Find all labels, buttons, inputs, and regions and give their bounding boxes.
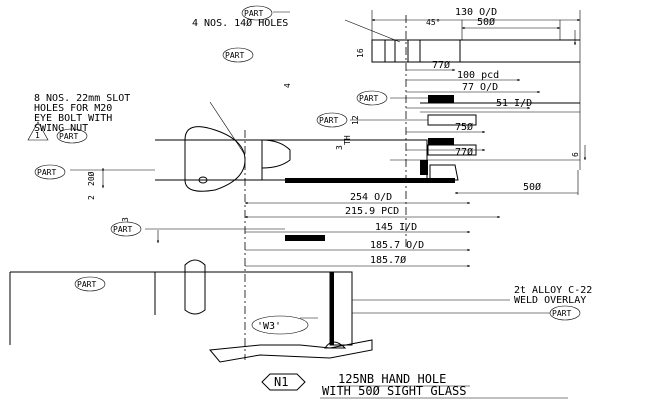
dim-51-id: 51 I/D <box>496 98 532 109</box>
part-bubble-eyebolt: PART <box>56 128 88 144</box>
dim-130-od: 130 O/D <box>455 7 497 18</box>
leader-lines <box>70 11 550 319</box>
part-label: PART <box>37 168 56 177</box>
dim-thick-6: 6 <box>571 152 580 157</box>
slot-note-line-1: 8 NOS. 22mm SLOT <box>34 93 130 104</box>
part-label: PART <box>244 9 263 18</box>
title-line-1: 125NB HAND HOLE <box>338 372 446 386</box>
part-bubble-nozzle: PART <box>74 276 106 292</box>
dim-thick-12: 12 <box>351 115 360 125</box>
part-label: PART <box>59 132 78 141</box>
dim-thick-4: 4 <box>283 83 292 88</box>
holes-note: 4 NOS. 14Ø HOLES <box>192 17 288 29</box>
dim-185-dia: 185.7Ø <box>370 254 406 266</box>
dim-185-od: 185.7 O/D <box>370 240 424 251</box>
part-bubble-gasket: PART <box>356 90 388 106</box>
dimension-texts: 130 O/D 50Ø 45° 77Ø 100 pcd 77 O/D 51 I/… <box>86 7 580 266</box>
revision-triangle: 1 <box>27 121 49 141</box>
title-line-2: WITH 50Ø SIGHT GLASS <box>322 384 467 398</box>
part-label: PART <box>113 225 132 234</box>
part-bubble-blind: PART <box>34 164 66 180</box>
dim-thick-3b: 3 <box>121 217 130 222</box>
dim-45-deg: 45° <box>426 18 440 27</box>
dim-77-od: 77 O/D <box>462 82 498 93</box>
main-flange <box>155 126 459 192</box>
part-bubble-gasket2: PART <box>110 221 142 237</box>
part-bubble-glass: PART <box>316 112 348 128</box>
dim-thick-3a: 3 <box>335 145 344 150</box>
dim-thick-20: 20Ø <box>86 171 96 186</box>
part-bubbles: PART PART PART PART PART PART PART PART <box>34 5 581 321</box>
dim-77-dia-a: 77Ø <box>432 59 450 71</box>
slot-note-line-3: EYE BOLT WITH <box>34 113 112 124</box>
dim-th-label: TH <box>343 135 352 145</box>
dim-thick-2: 2 <box>87 195 96 200</box>
alloy-note-line-2: WELD OVERLAY <box>514 295 586 306</box>
dim-77-dia-c: 77Ø <box>455 146 473 158</box>
dim-254-od: 254 O/D <box>350 192 392 203</box>
title-tag: N1 <box>274 375 288 389</box>
part-label: PART <box>77 280 96 289</box>
alloy-note-line-1: 2t ALLOY C-22 <box>514 285 592 296</box>
part-label: PART <box>225 51 244 60</box>
centerlines <box>244 15 407 360</box>
title-block: N1 125NB HAND HOLE WITH 50Ø SIGHT GLASS <box>261 372 568 399</box>
part-label: PART <box>359 94 378 103</box>
dim-145-id: 145 I/D <box>375 222 417 233</box>
slot-note-line-4: SWING NUT <box>34 123 88 134</box>
top-flange <box>371 10 581 170</box>
slot-note-line-2: HOLES FOR M20 <box>34 103 112 114</box>
dimension-lines <box>101 18 587 268</box>
revision-mark: 1 <box>35 131 40 140</box>
dim-75-dia: 75Ø <box>455 121 473 133</box>
part-label: PART <box>319 116 338 125</box>
weld-mark: 'W3' <box>257 321 281 332</box>
part-label: PART <box>552 309 571 318</box>
nozzle-body <box>9 235 373 363</box>
dim-100-pcd: 100 pcd <box>457 70 499 81</box>
dim-50-dia: 50Ø <box>477 16 495 28</box>
part-bubble-overlay: PART <box>549 305 581 321</box>
dim-50-dia-b: 50Ø <box>523 181 541 193</box>
part-bubble-flange: PART <box>222 47 254 63</box>
part-bubble-top: PART <box>241 5 273 21</box>
dim-215-pcd: 215.9 PCD <box>345 206 399 217</box>
notes: 4 NOS. 14Ø HOLES 8 NOS. 22mm SLOT HOLES … <box>34 17 592 335</box>
dim-thick-16: 16 <box>356 48 365 58</box>
